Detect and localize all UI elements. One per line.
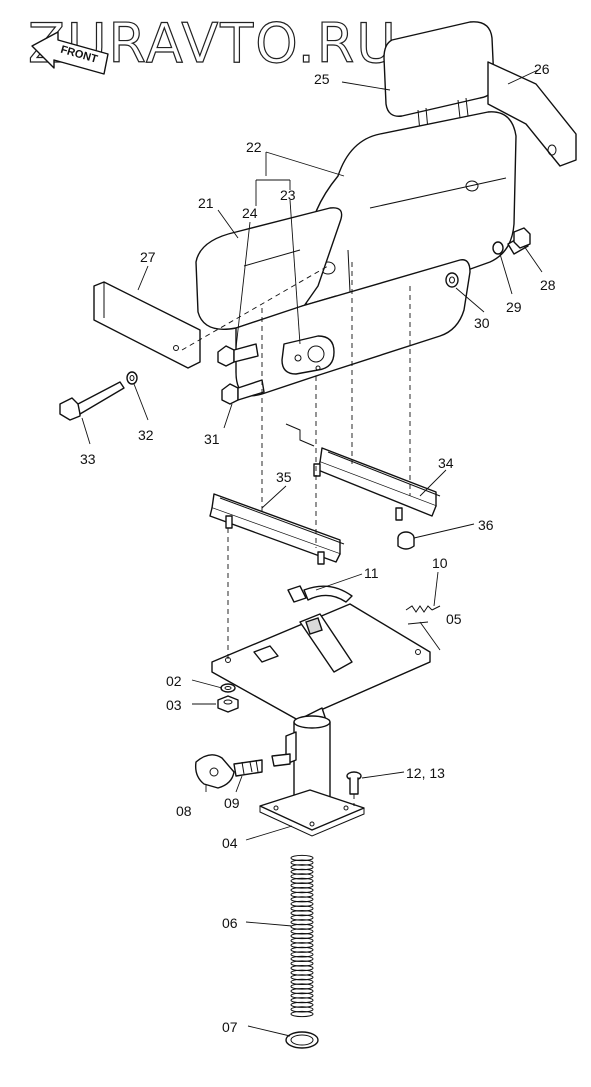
spring-coil — [290, 997, 314, 1004]
callout-21: 21 — [198, 195, 214, 211]
spring-coil — [290, 877, 314, 885]
nut-part — [217, 695, 239, 713]
spring-coil — [290, 882, 314, 889]
spring-coil — [290, 955, 314, 963]
spring-coil — [290, 864, 314, 871]
spring-coil — [290, 910, 314, 917]
bolt-lower-part — [221, 379, 265, 405]
callout-35: 35 — [276, 469, 292, 485]
spring-coil — [290, 974, 314, 981]
spring-coil — [290, 896, 314, 903]
washer-lower-part — [220, 683, 236, 693]
bolt-upper-part — [217, 343, 259, 367]
assembly-guide-lines — [181, 262, 411, 806]
spring-coil — [290, 932, 314, 940]
leader-lines — [81, 69, 543, 1037]
callout-11: 11 — [364, 565, 379, 581]
callout-34: 34 — [438, 455, 454, 471]
coil-spring-part — [290, 854, 314, 1018]
callout-25: 25 — [314, 71, 330, 87]
armrest-part — [93, 281, 201, 369]
spring-coil — [290, 873, 314, 880]
spring-coil — [290, 960, 314, 967]
callout-36: 36 — [478, 517, 494, 533]
callout-03: 03 — [166, 697, 182, 713]
callout-02: 02 — [166, 673, 182, 689]
front-arrow-icon: FRONT — [31, 31, 109, 75]
spring-coil — [290, 946, 314, 953]
spring-coil — [290, 937, 314, 944]
callout-07: 07 — [222, 1019, 238, 1035]
callout-06: 06 — [222, 915, 238, 931]
rail-right-part — [285, 423, 441, 521]
bolt-long-part — [59, 381, 125, 421]
callout-28: 28 — [540, 277, 556, 293]
callout-33: 33 — [80, 451, 96, 467]
callout-30: 30 — [474, 315, 490, 331]
spring-coil — [290, 951, 314, 958]
small-spring-part — [405, 605, 441, 613]
callout-32: 32 — [138, 427, 154, 443]
callout-29: 29 — [506, 299, 522, 315]
spring-coil — [290, 965, 314, 972]
headrest-part — [383, 21, 495, 133]
spring-coil — [290, 923, 314, 930]
callout-09: 09 — [224, 795, 240, 811]
spring-coil — [290, 887, 314, 894]
callout-23: 23 — [280, 187, 296, 203]
spring-coil — [290, 969, 314, 976]
spring-coil — [290, 928, 314, 935]
callout-31: 31 — [204, 431, 220, 447]
spring-coil — [290, 988, 314, 995]
callout-22: 22 — [246, 139, 262, 155]
callout-27: 27 — [140, 249, 156, 265]
washer-part — [126, 371, 138, 385]
spring-coil — [290, 1001, 314, 1008]
callout-12-13: 12, 13 — [406, 765, 445, 781]
headrest-bracket-part — [487, 61, 577, 167]
retaining-clip-part — [285, 1031, 319, 1049]
bolt-side-part — [507, 227, 531, 255]
washer-side-part — [445, 241, 504, 288]
spring-coil — [290, 992, 314, 999]
bolt-base-part — [346, 771, 362, 795]
callout-04: 04 — [222, 835, 238, 851]
base-plate-part — [211, 603, 431, 731]
callout-26: 26 — [534, 61, 550, 77]
spring-coil — [290, 942, 314, 949]
spring-coil — [290, 978, 314, 986]
lever-knob-part — [287, 585, 353, 603]
spring-coil — [290, 983, 314, 990]
spring-coil — [290, 859, 314, 866]
callout-05: 05 — [446, 611, 462, 627]
spring-coil — [290, 900, 314, 908]
spring-coil — [290, 919, 314, 926]
cap-part — [397, 531, 415, 550]
callout-labels: 22 21 24 23 25 26 27 28 29 30 31 32 33 3… — [80, 61, 556, 1035]
adjust-knob-part — [194, 754, 235, 789]
spring-coil — [290, 854, 314, 862]
rail-left-part — [209, 493, 345, 565]
column-post-part — [259, 715, 365, 837]
adjust-screw-part — [233, 753, 291, 777]
spring-coil — [290, 868, 314, 875]
callout-24: 24 — [242, 205, 258, 221]
spring-coil — [290, 1010, 314, 1018]
spring-coil — [290, 914, 314, 921]
seat-bracket-part — [281, 335, 335, 375]
spring-coil — [290, 891, 314, 898]
callout-10: 10 — [432, 555, 448, 571]
spring-coil — [290, 1006, 314, 1013]
callout-08: 08 — [176, 803, 192, 819]
spring-coil — [290, 905, 314, 912]
